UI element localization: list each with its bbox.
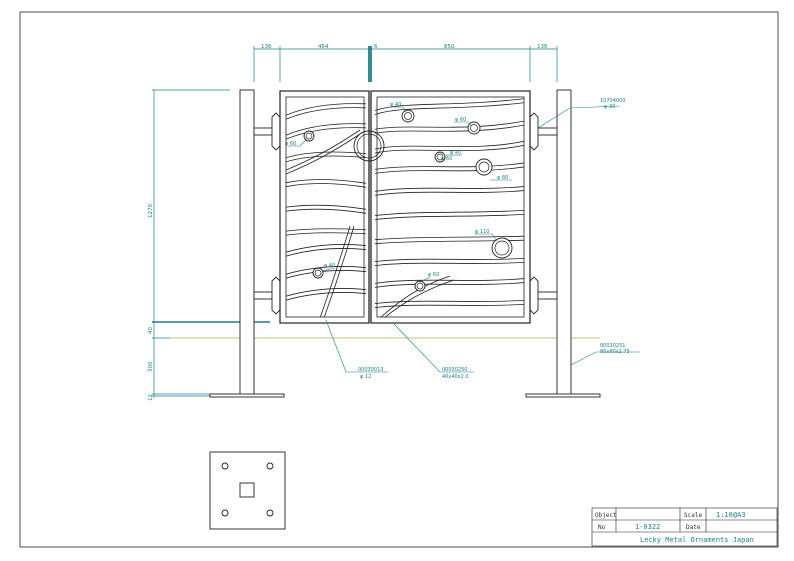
frame-code: 00030250 [442, 367, 467, 373]
object-label: Object [595, 512, 617, 519]
frame-size: 40x40x2.0 [442, 374, 469, 380]
drawing-border [19, 11, 779, 548]
scale-label: Scale [684, 512, 702, 519]
right-post [525, 89, 601, 398]
circle-label-5: φ 40 [324, 263, 335, 269]
circle-label-2: φ 60 [455, 117, 466, 123]
circle-label-1: φ 40 [390, 102, 401, 108]
left-post [209, 89, 285, 398]
bar-code: 00030013 [358, 367, 383, 373]
dim-top-2: 464 [318, 44, 329, 50]
dim-left-3: 300 [148, 361, 154, 372]
right-gate-leaf [370, 90, 531, 324]
top-dimensions [253, 46, 558, 82]
bar-size: φ 12 [360, 374, 371, 380]
part-leaders [325, 105, 640, 373]
circle-label-4: φ 40 [450, 150, 461, 156]
post-size: 80x80x2.75 [600, 349, 630, 355]
circle-leaders [288, 106, 512, 283]
post-cap-code: 10704000 [600, 98, 625, 104]
dim-left-4: 12 [148, 394, 154, 401]
dim-top-4: 850 [444, 44, 455, 50]
no-value: 1-0322 [635, 523, 660, 531]
left-gate-leaf [279, 90, 370, 324]
title-block [591, 507, 778, 547]
dim-left-1: 1270 [148, 204, 154, 218]
company-name: Lecky Metal Ornaments Japan [640, 536, 754, 544]
no-label: No [598, 524, 606, 531]
dim-left-2: 40 [148, 327, 154, 334]
dim-top-3: 6 [374, 44, 378, 50]
circle-label-6: φ 80 [497, 175, 508, 181]
circle-label-9: φ 60 [441, 156, 452, 162]
post-code: 00030251 [600, 343, 625, 349]
circle-label-8: φ 60 [428, 272, 439, 278]
base-plate-detail [209, 451, 286, 530]
dim-top-5: 136 [537, 44, 548, 50]
dim-top-1: 136 [261, 44, 272, 50]
post-cap-size: φ 30 [604, 104, 615, 110]
scale-value: 1:10@A3 [716, 511, 746, 519]
circle-label-7: φ 110 [475, 229, 489, 235]
circle-label-3: φ 60 [285, 141, 296, 147]
date-label: Date [686, 524, 701, 531]
